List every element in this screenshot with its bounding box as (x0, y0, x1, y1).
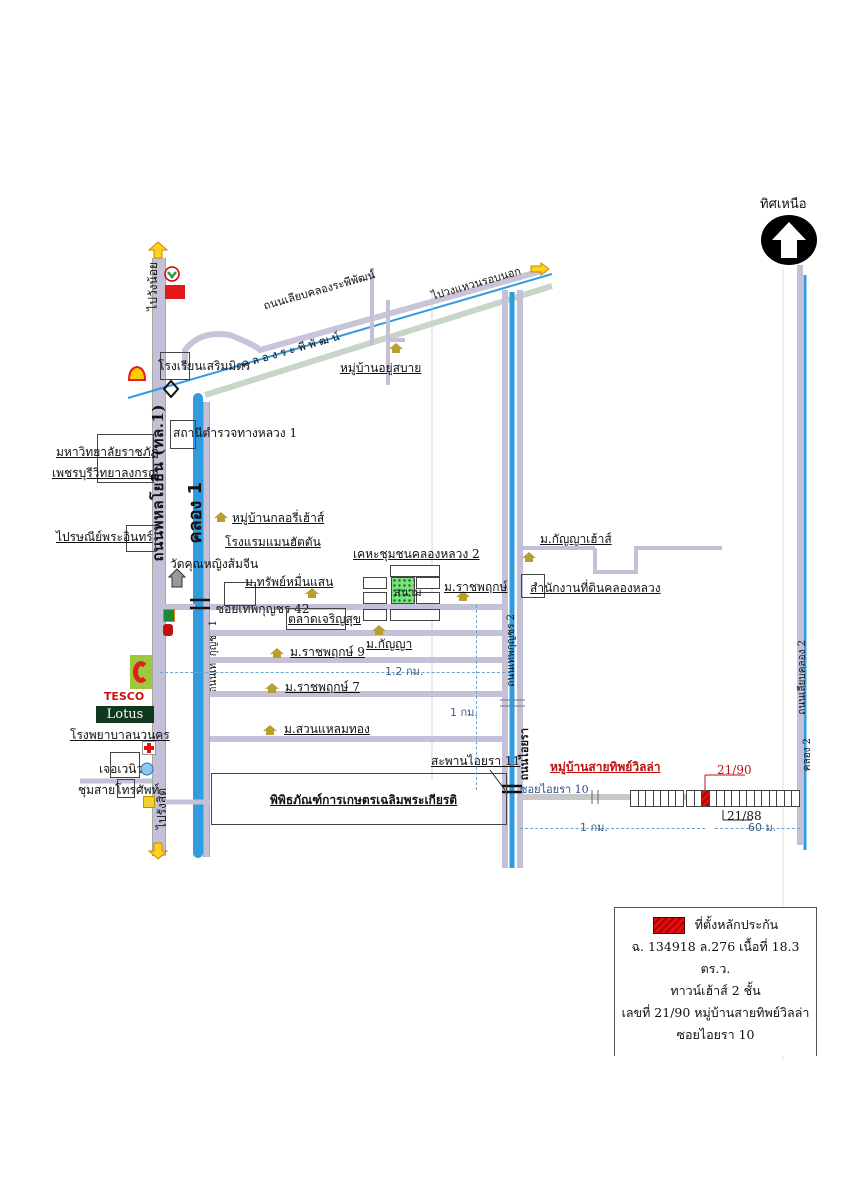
label-police-station: สถานีตำรวจทางหลวง 1 (173, 426, 298, 440)
label-museum: พิพิธภัณฑ์การเกษตรเฉลิมพระเกียรติ (270, 793, 458, 807)
arrow-up-icon (148, 241, 168, 259)
label-distance-1-2km: 1.2 กม. (385, 665, 424, 678)
bangkok-bank-icon (163, 380, 179, 398)
building (416, 592, 440, 604)
house-icon (265, 683, 279, 693)
label-hospital: โรงพยาบาลนวนคร (70, 728, 170, 742)
label-school: โรงเรียนเสริมมิตร (158, 359, 251, 373)
building (363, 577, 387, 589)
distance-line-1km-horizontal (520, 828, 705, 829)
label-temple: วัดคุณหญิงส้มจีน (170, 557, 259, 571)
label-target-village: หมู่บ้านสายทิพย์วิลล่า (550, 760, 661, 774)
museum-box (211, 773, 507, 825)
label-v-kanyahouse: ม.กัญญาเฮ้าส์ (540, 532, 612, 546)
field (391, 577, 415, 604)
building (363, 609, 387, 621)
label-v-ratchaphruek: ม.ราชพฤกษ์ (444, 580, 508, 594)
house-icon (522, 552, 536, 562)
label-bridge: สะพานไอยรา 11 (431, 754, 521, 768)
label-soi-aiyara-10: ซอยไอยรา 10 (520, 783, 589, 796)
hotel-box (224, 582, 256, 606)
bigc-logo (130, 655, 152, 689)
legend-line2: ทาวน์เฮ้าส์ 2 ชั้น (670, 983, 761, 998)
legend-line4: ซอยไอยรา 10 (676, 1027, 755, 1042)
collateral-swatch-icon (652, 917, 685, 934)
label-plot-neighbor: 21/88 (727, 809, 762, 823)
label-klong2-side-road: ถนนเลียบคลอง 2 (797, 640, 808, 715)
lotus-logo: Lotus (96, 706, 154, 723)
label-telephone-exchange: ชุมสายโทรศัพท์ (78, 783, 160, 797)
seven-eleven-icon (163, 609, 175, 622)
label-land-office: สำนักงานที่ดินคลองหลวง (530, 581, 661, 595)
label-university-2: เพชรบุรีวิทยาลงกรณ์ (52, 466, 160, 480)
house-icon (270, 648, 284, 658)
label-distance-1km-horizontal: 1 กม. (580, 821, 608, 834)
distance-line-1km-vertical (476, 605, 477, 790)
label-thepkunchon-2: ถนนเทพกุญชร 2 (506, 614, 517, 687)
label-plot-target: 21/90 (717, 763, 752, 777)
label-v-ratchaphruek7: ม.ราชพฤกษ์ 7 (285, 680, 360, 694)
school-box (160, 352, 190, 380)
pttstation-icon (163, 624, 173, 636)
canal-klong1 (193, 393, 203, 858)
road-thepkunchon-1 (203, 402, 210, 857)
label-village-yusabai: หมู่บ้านอยู่สบาย (340, 361, 422, 375)
label-v-sapmuensaen: ม.ทรัพย์หมื่นแสน (245, 575, 334, 589)
building (363, 592, 387, 604)
building (390, 565, 440, 577)
house-icon (305, 588, 319, 598)
market-box (286, 608, 346, 630)
label-distance-1km-vertical: 1 กม. (450, 706, 478, 719)
telephone-icon (143, 796, 155, 808)
land-office-box (521, 574, 545, 598)
shell-icon (128, 366, 146, 381)
building (390, 609, 440, 621)
label-community: เคหะชุมชนคลองหลวง 2 (353, 547, 480, 561)
label-v-suanlaemthong: ม.สวนแหลมทอง (284, 722, 370, 736)
label-village-glory: หมู่บ้านกลอรี่เฮ้าส์ (232, 511, 325, 525)
label-hotel: โรงแรมแมนฮัตตัน (225, 535, 321, 549)
label-post-office: ไปรษณีย์พระอินทร์ (56, 530, 153, 544)
hospital-icon (142, 741, 156, 755)
label-distance-60m: 60 ม. (748, 821, 777, 834)
legend-title: ที่ตั้งหลักประกัน (694, 917, 779, 932)
label-v-kanya: ม.กัญญา (366, 637, 413, 651)
telephone-box (117, 779, 135, 798)
house-icon (214, 512, 228, 522)
kasikorn-bank-icon (164, 266, 180, 282)
townhouse-unit (675, 790, 684, 807)
j-avenue-icon (140, 762, 154, 776)
label-market: ตลาดเจริญสุข (288, 612, 362, 626)
label-klong2: คลอง 2 (802, 738, 813, 772)
distance-line-1-2km (160, 672, 505, 673)
north-arrow-icon (761, 215, 817, 265)
legend-line3: เลขที่ 21/90 หมู่บ้านสายทิพย์วิลล่า (621, 1005, 810, 1020)
label-v-ratchaphruek9: ม.ราชพฤกษ์ 9 (290, 645, 365, 659)
temple-icon (168, 568, 186, 588)
building (416, 577, 440, 589)
house-icon (263, 725, 277, 735)
tesco-logo: TESCO (103, 690, 145, 703)
house-icon (389, 343, 403, 353)
arrow-down-icon (148, 842, 168, 860)
police-box (170, 420, 196, 449)
townhouse-unit (791, 790, 800, 807)
label-field: สนาม (394, 586, 422, 599)
house-icon (372, 625, 386, 635)
road-phahonyothin (152, 258, 166, 856)
toyota-icon (165, 285, 185, 299)
house-icon (456, 591, 470, 601)
legend-line1: ฉ. 134918 ล.276 เนื้อที่ 18.3 ตร.ว. (631, 939, 800, 976)
compass-label: ทิศเหนือ (760, 197, 807, 212)
university-box (97, 434, 154, 483)
j-avenue-box (110, 752, 140, 778)
label-j-avenue: เจอเวนิว (99, 762, 144, 776)
distance-line-60m (715, 828, 800, 829)
post-office-box (126, 525, 156, 552)
collateral-legend: ที่ตั้งหลักประกัน ฉ. 134918 ล.276 เนื้อท… (614, 907, 817, 1056)
arrow-right-icon (530, 262, 550, 276)
label-university-1: มหาวิทยาลัยราชภัฏ (56, 445, 159, 459)
